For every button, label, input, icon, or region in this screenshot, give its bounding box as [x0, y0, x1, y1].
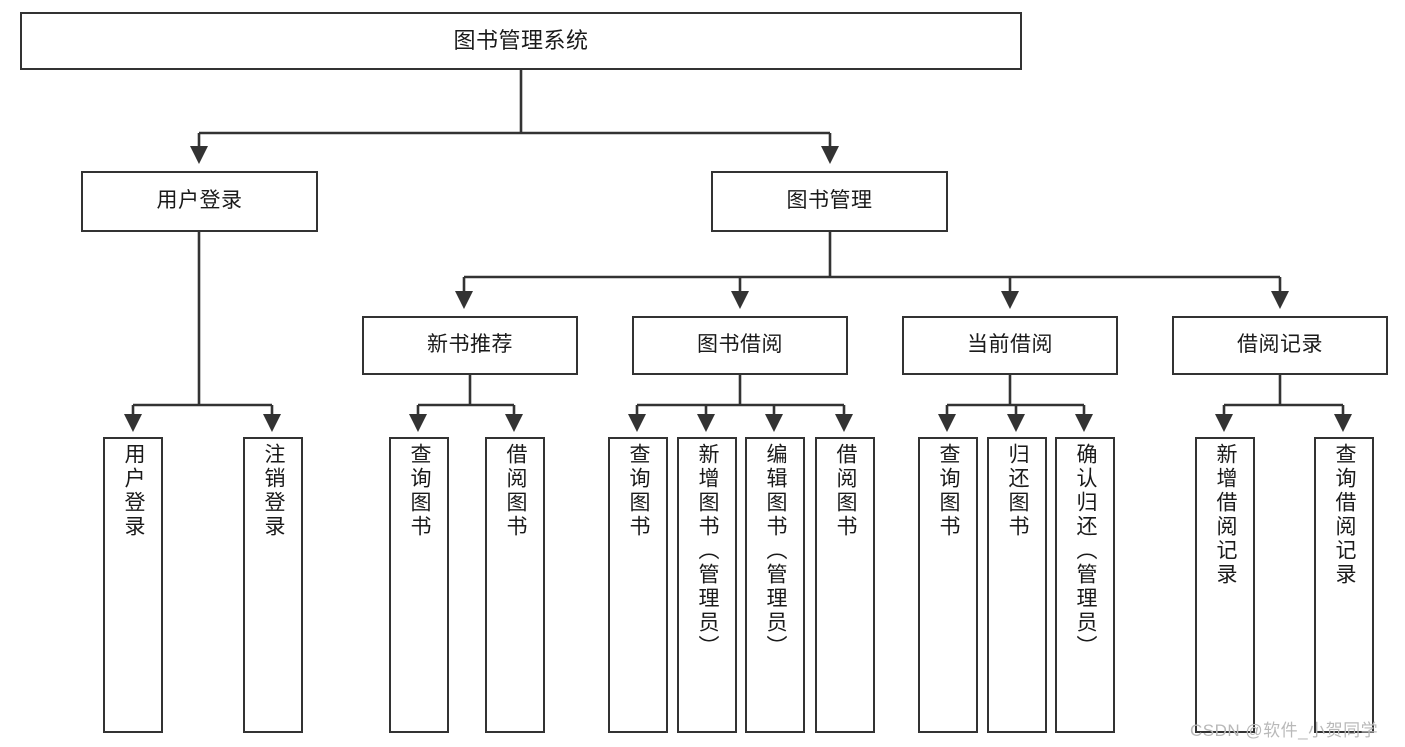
leaf-new-book-borrow[interactable]: 借阅图书: [485, 437, 545, 733]
leaf-book-borrow-query-label: 查询图书: [627, 443, 651, 539]
leaf-current-borrow-query-label: 查询图书: [937, 443, 961, 539]
node-user-login-label: 用户登录: [156, 189, 243, 213]
leaf-current-borrow-query[interactable]: 查询图书: [918, 437, 978, 733]
leaf-new-book-query[interactable]: 查询图书: [389, 437, 449, 733]
leaf-current-borrow-confirm[interactable]: 确认归还（管理员）: [1055, 437, 1115, 733]
leaf-current-borrow-return[interactable]: 归还图书: [987, 437, 1047, 733]
leaf-user-login-signin-label: 用户登录: [122, 443, 146, 539]
leaf-borrow-record-query-label: 查询借阅记录: [1333, 443, 1357, 587]
leaf-borrow-record-add-label: 新增借阅记录: [1214, 443, 1238, 587]
node-book-borrow-label: 图书借阅: [697, 333, 783, 357]
node-new-book-recommend[interactable]: 新书推荐: [362, 316, 578, 375]
leaf-book-borrow-add[interactable]: 新增图书（管理员）: [677, 437, 737, 733]
leaf-book-borrow-borrow[interactable]: 借阅图书: [815, 437, 875, 733]
leaf-new-book-query-label: 查询图书: [408, 443, 432, 539]
leaf-current-borrow-return-label: 归还图书: [1006, 443, 1030, 539]
leaf-user-login-signin[interactable]: 用户登录: [103, 437, 163, 733]
leaf-user-login-signout-label: 注销登录: [262, 443, 286, 539]
leaf-current-borrow-confirm-label: 确认归还（管理员）: [1074, 443, 1098, 659]
leaf-borrow-record-add[interactable]: 新增借阅记录: [1195, 437, 1255, 733]
leaf-new-book-borrow-label: 借阅图书: [504, 443, 528, 539]
leaf-user-login-signout[interactable]: 注销登录: [243, 437, 303, 733]
leaf-book-borrow-query[interactable]: 查询图书: [608, 437, 668, 733]
node-book-borrow[interactable]: 图书借阅: [632, 316, 848, 375]
leaf-book-borrow-edit-label: 编辑图书（管理员）: [764, 443, 788, 659]
leaf-book-borrow-borrow-label: 借阅图书: [834, 443, 858, 539]
node-current-borrow[interactable]: 当前借阅: [902, 316, 1118, 375]
node-current-borrow-label: 当前借阅: [967, 333, 1053, 357]
node-root-label: 图书管理系统: [453, 28, 589, 54]
node-borrow-record-label: 借阅记录: [1237, 333, 1323, 357]
watermark: CSDN @软件_小贺同学: [1190, 721, 1379, 740]
leaf-borrow-record-query[interactable]: 查询借阅记录: [1314, 437, 1374, 733]
leaf-book-borrow-edit[interactable]: 编辑图书（管理员）: [745, 437, 805, 733]
node-root[interactable]: 图书管理系统: [20, 12, 1022, 70]
node-borrow-record[interactable]: 借阅记录: [1172, 316, 1388, 375]
node-user-login[interactable]: 用户登录: [81, 171, 318, 232]
node-book-management-label: 图书管理: [786, 189, 873, 213]
leaf-book-borrow-add-label: 新增图书（管理员）: [696, 443, 720, 659]
node-book-management[interactable]: 图书管理: [711, 171, 948, 232]
node-new-book-recommend-label: 新书推荐: [427, 333, 513, 357]
